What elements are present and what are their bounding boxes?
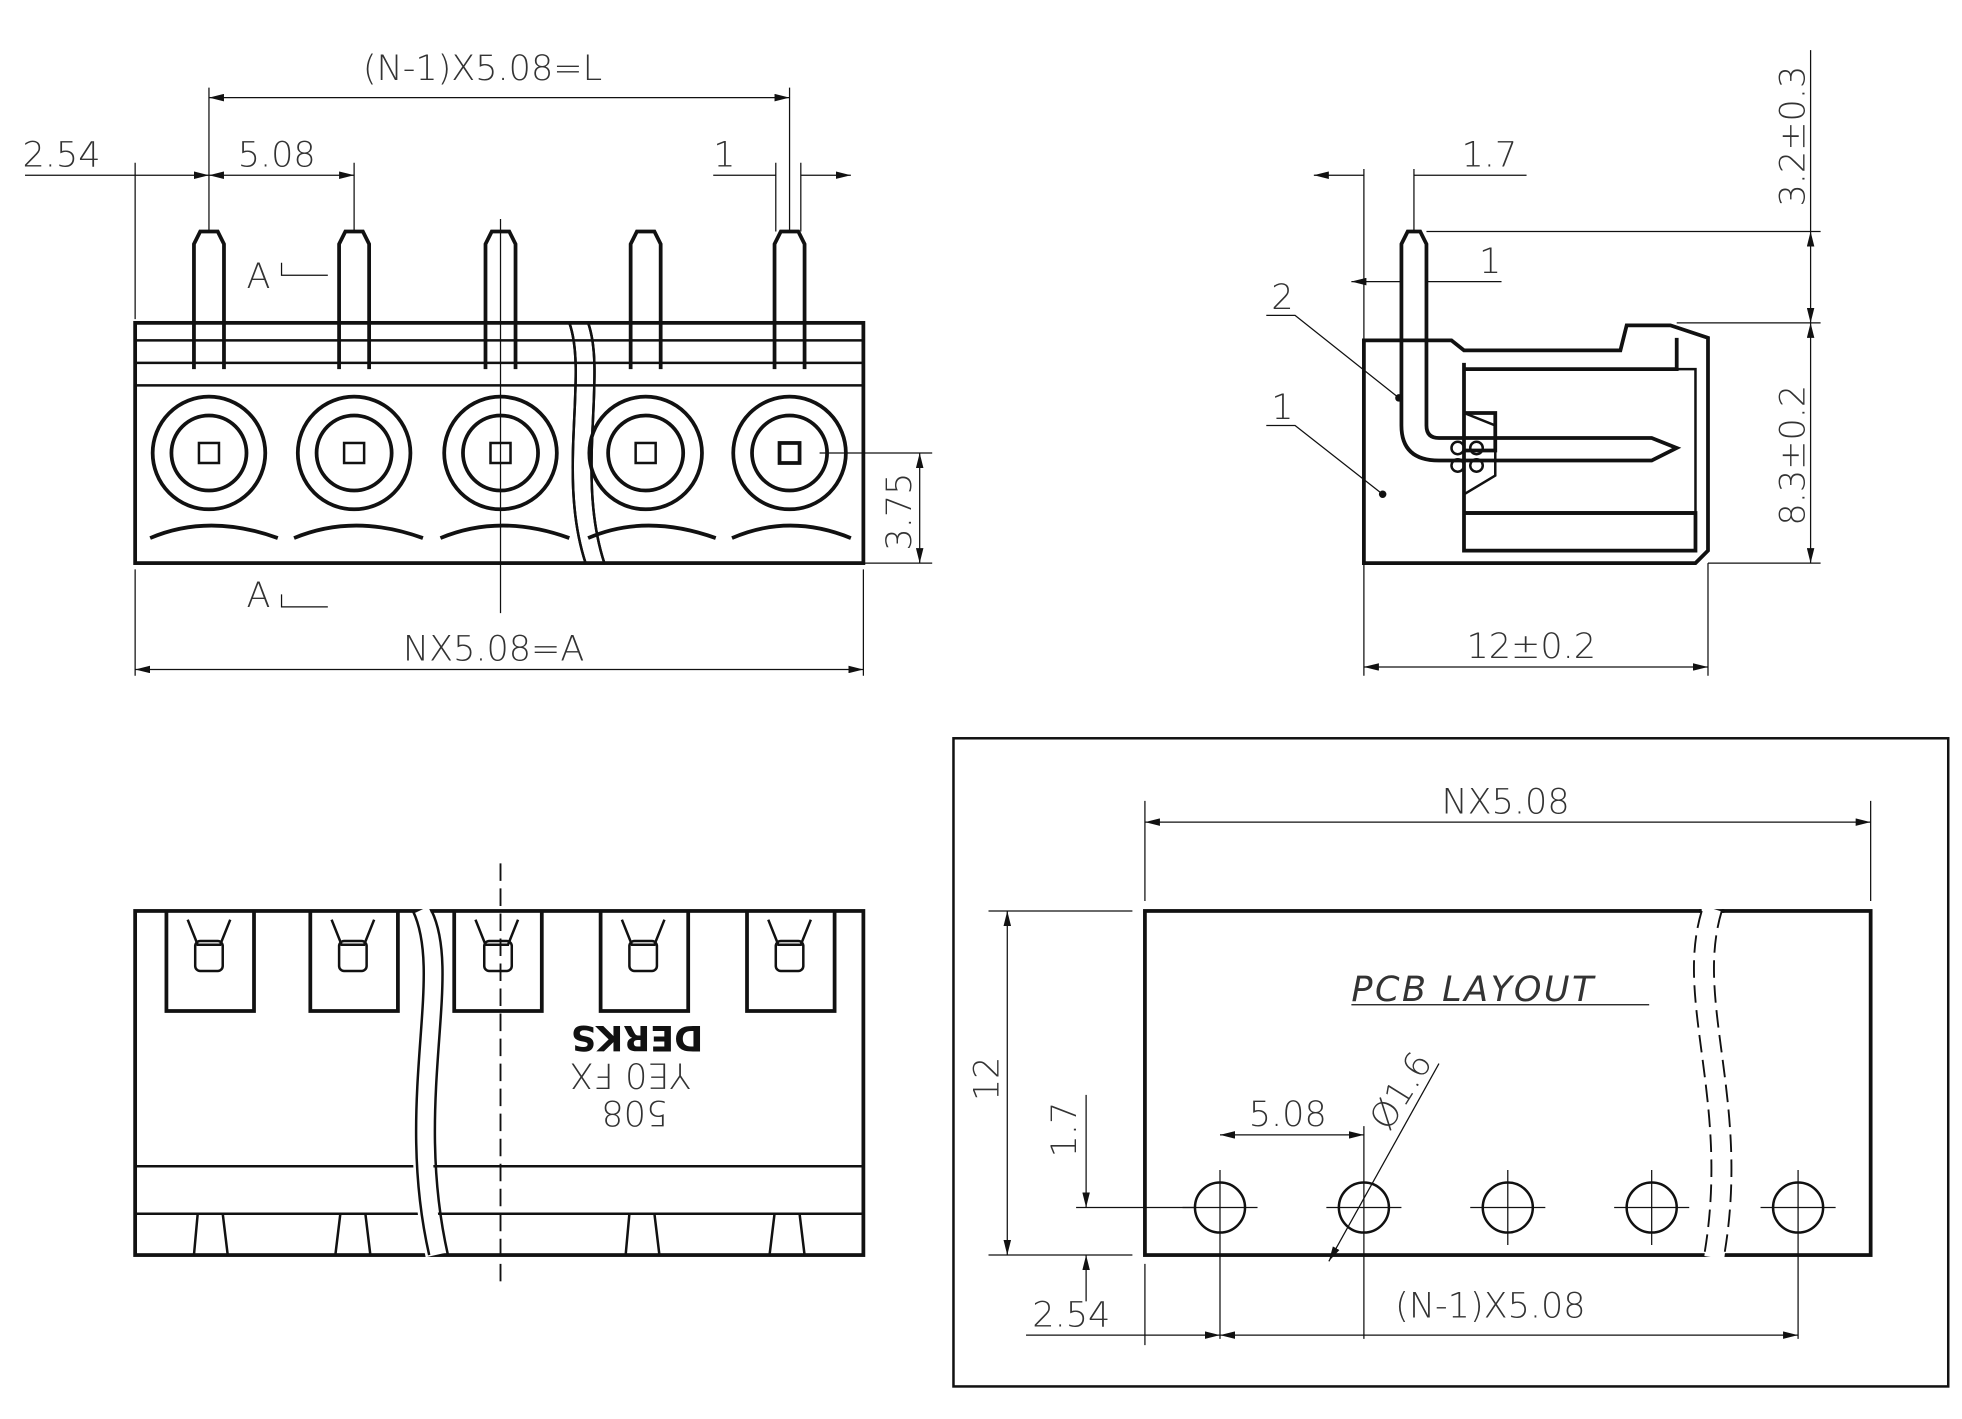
marking-brand: DERKS [571,1017,703,1058]
overall-length-label: NX5.08=A [403,629,584,670]
pitch-label: 5.08 [238,134,316,175]
front-view: (N-1)X5.08=L 2.54 5.08 1 A A 3.75 NX5.08… [23,48,933,676]
pcb-layout: PCB LAYOUT NX5.08 12 1.7 5.08 Ø1.6 2.54 … [952,737,1950,1388]
pcb-title: PCB LAYOUT [1351,969,1596,1010]
callout-2: 2 [1271,277,1293,318]
pcb-hole-diameter-label: Ø1.6 [1362,1045,1441,1137]
section-a-bottom: A [247,575,271,616]
edge-offset-label: 2.54 [23,134,101,175]
section-a-top: A [247,256,271,297]
marking-pitch: 508 [601,1092,668,1133]
pcb-overall-label: NX5.08 [1441,781,1569,822]
pcb-edge-offset-label: 2.54 [1032,1294,1110,1335]
pitch-total-label: (N-1)X5.08=L [363,48,602,89]
side-view: 1.7 1 2 1 3.2±0.3 8.3±0.2 12±0.2 [1266,50,1821,676]
body-height-label: 8.3±0.2 [1772,385,1813,526]
marking-series: YE0 FX [570,1055,691,1096]
hole-height-label: 3.75 [879,473,920,551]
pin-offset-label: 1.7 [1461,134,1517,175]
callout-1: 1 [1271,387,1293,428]
pcb-row-offset-label: 1.7 [1044,1102,1085,1158]
pin-width-label: 1 [713,134,735,175]
bottom-view: 508 YE0 FX DERKS [133,863,866,1289]
pcb-depth-label: 12 [967,1057,1008,1102]
pcb-pitch-label: 5.08 [1249,1094,1327,1135]
pin-thickness-label: 1 [1479,241,1501,282]
front-pins [192,229,807,370]
pcb-pitch-total-label: (N-1)X5.08 [1395,1286,1585,1327]
pin-length-label: 3.2±0.3 [1772,66,1813,207]
body-depth-label: 12±0.2 [1466,626,1596,667]
